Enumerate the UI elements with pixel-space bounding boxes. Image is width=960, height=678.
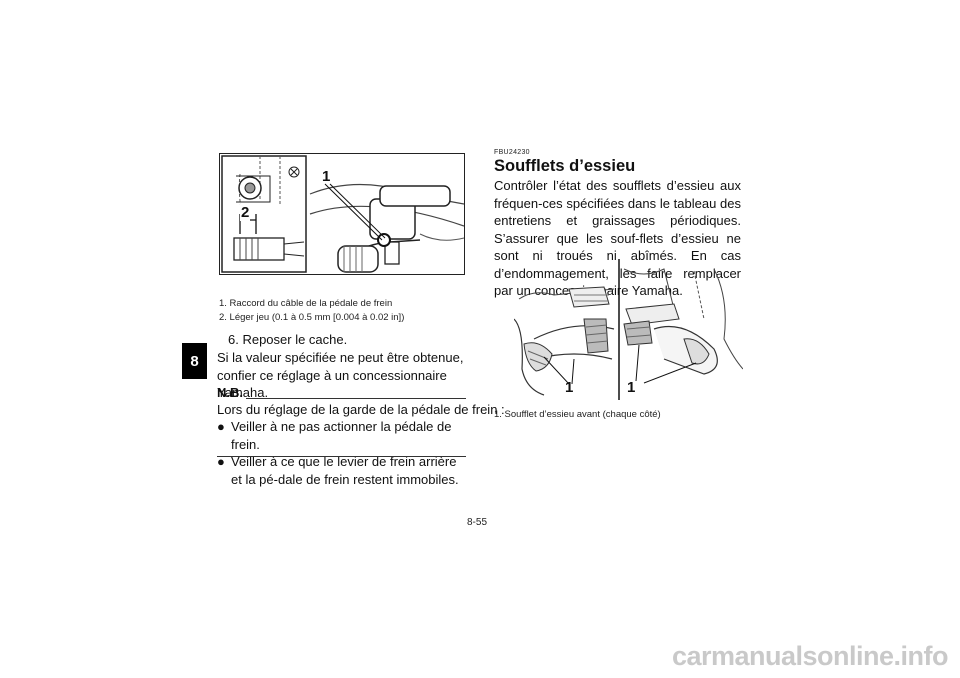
reference-code: FBU24230 — [494, 149, 530, 156]
axle-figure-caption: 1. Soufflet d’essieu avant (chaque côté) — [494, 409, 661, 420]
axle-boot-figure: 1 1 — [514, 259, 743, 400]
brake-cable-figure: 1 2 — [219, 153, 465, 275]
chapter-number: 8 — [190, 352, 199, 370]
chapter-tab: 8 — [182, 343, 207, 379]
note-bullet-1: ● Veiller à ne pas actionner la pédale d… — [217, 418, 466, 453]
figure-caption-1: 1. Raccord du câble de la pédale de frei… — [219, 298, 393, 309]
callout-right-label: 1 — [627, 379, 636, 396]
step-text: 6. Reposer le cache. — [228, 332, 348, 347]
note-bullet-2: ● Veiller à ce que le levier de frein ar… — [217, 453, 466, 488]
note-label: N.B. — [217, 385, 243, 400]
note-bullet-text-2: Veiller à ce que le levier de frein arri… — [231, 454, 459, 487]
callout-left-label: 1 — [565, 379, 574, 396]
watermark-link[interactable]: carmanualsonline.info — [671, 641, 949, 671]
bullet-dot-icon: ● — [217, 419, 225, 434]
axle-boot-illustration — [514, 259, 743, 400]
note-rule — [246, 398, 466, 399]
callout-2-label: 2 — [240, 204, 251, 221]
bullet-dot-icon: ● — [217, 454, 225, 469]
brake-cable-illustration — [221, 155, 464, 273]
note-intro: Lors du réglage de la garde de la pédale… — [217, 402, 505, 417]
note-header: N.B. — [217, 386, 466, 400]
note-bullet-list: ● Veiller à ne pas actionner la pédale d… — [217, 418, 466, 488]
page-number: 8-55 — [467, 517, 488, 528]
right-paragraph: Contrôler l’état des soufflets d’essieu … — [494, 178, 741, 298]
section-heading: Soufflets d’essieu — [494, 157, 636, 175]
note-bottom-rule — [217, 456, 466, 457]
figure-caption-2: 2. Léger jeu (0.1 à 0.5 mm [0.004 à 0.02… — [219, 312, 405, 323]
note-bullet-text-1: Veiller à ne pas actionner la pédale de … — [231, 419, 452, 452]
callout-1-label: 1 — [322, 168, 331, 185]
left-paragraph: Si la valeur spécifiée ne peut être obte… — [217, 350, 464, 400]
